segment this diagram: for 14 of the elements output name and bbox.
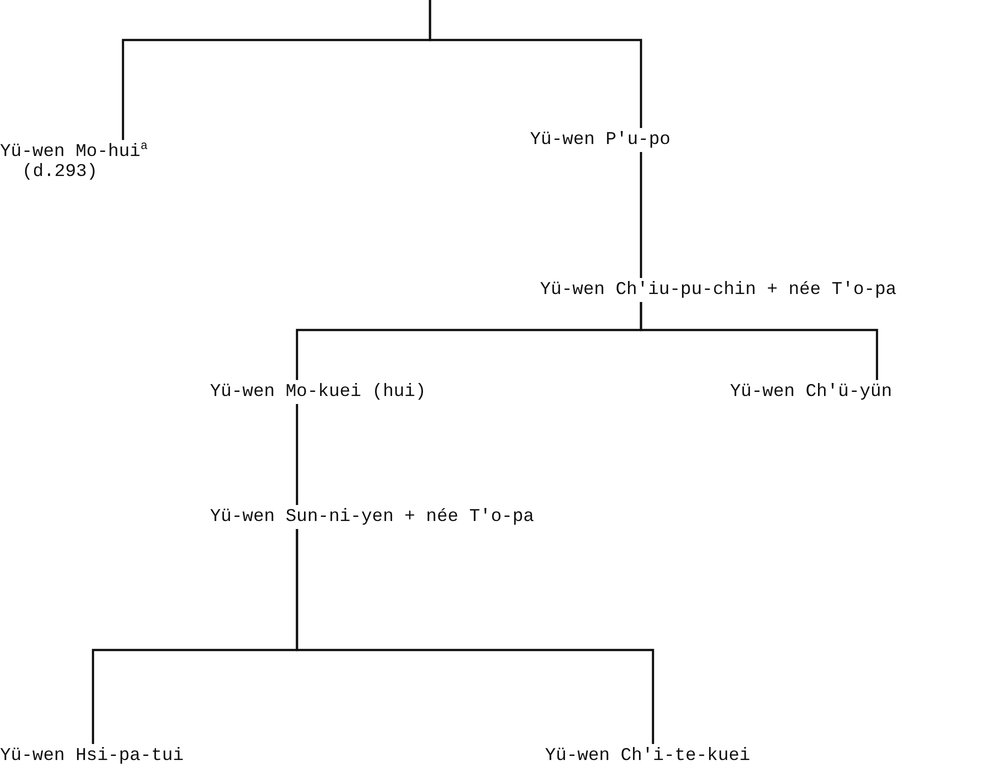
person-name: Yü-wen Ch'iu-pu-chin + née T'o-pa — [540, 280, 896, 300]
person-name: Yü-wen Hsi-pa-tui — [0, 746, 184, 766]
death-date-note: (d.293) — [22, 162, 98, 182]
family-tree-line — [640, 152, 642, 278]
person-name: Yü-wen Mo-hui$^{a}$ — [0, 142, 148, 162]
person-name: Yü-wen Mo-kuei (hui) — [210, 382, 426, 402]
person-name: Yü-wen P'u-po — [530, 130, 670, 150]
family-tree-line — [296, 529, 654, 744]
family-tree-line — [428, 0, 642, 128]
person-name: Yü-wen Ch'i-te-kuei — [545, 746, 750, 766]
person-name: Yü-wen Ch'ü-yün — [730, 382, 892, 402]
family-tree-line — [296, 404, 298, 505]
person-name: Yü-wen Sun-ni-yen + née T'o-pa — [210, 507, 534, 527]
family-tree-line — [640, 302, 878, 380]
